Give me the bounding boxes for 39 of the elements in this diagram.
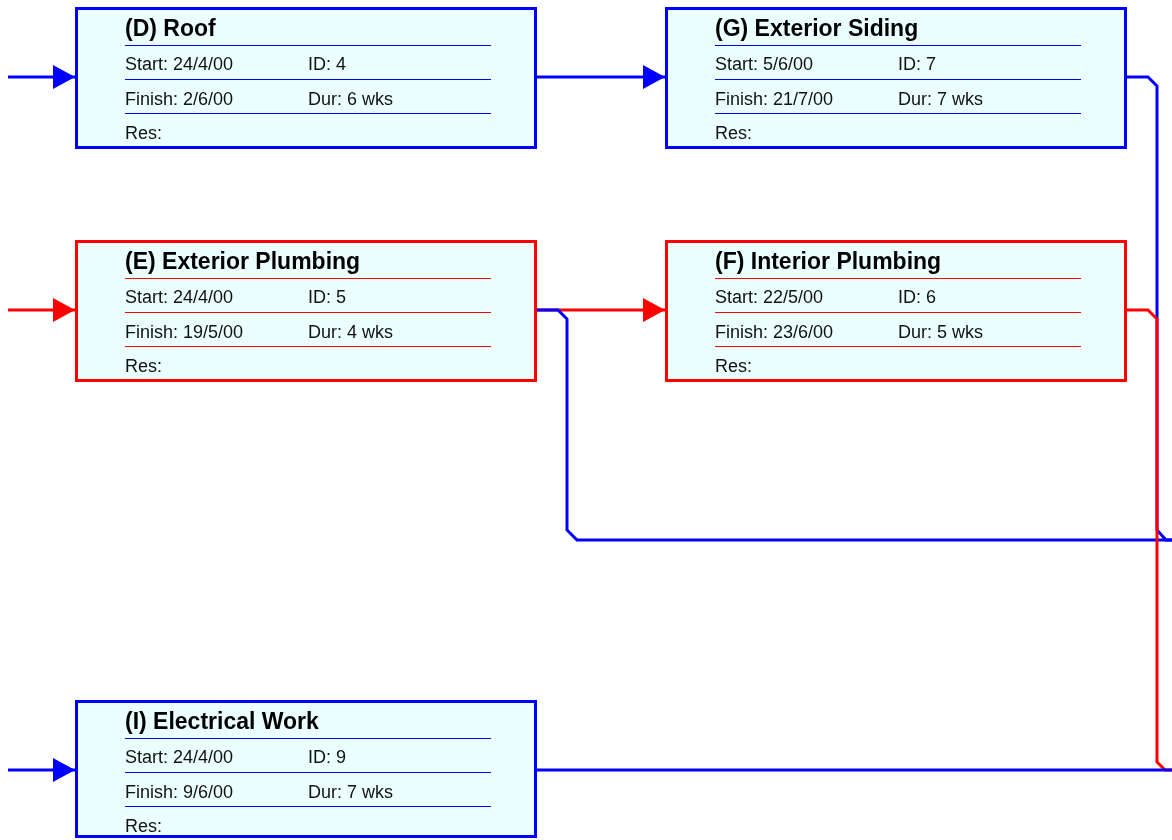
task-field: Res: <box>715 123 752 144</box>
task-field: Finish: 23/6/00 <box>715 322 834 343</box>
dependency-arrow <box>537 65 665 89</box>
task-field: Dur: 6 wks <box>308 89 394 110</box>
task-title: (D) Roof <box>125 15 216 42</box>
task-field: Start: 24/4/00 <box>125 747 234 768</box>
task-title: (E) Exterior Plumbing <box>125 248 361 275</box>
task-field: Dur: 7 wks <box>308 782 394 803</box>
task-field: Res: <box>715 356 752 377</box>
task-field: Dur: 7 wks <box>898 89 984 110</box>
task-field: Res: <box>125 816 162 837</box>
task-field: ID: 6 <box>898 287 936 308</box>
task-field: Start: 24/4/00 <box>125 54 234 75</box>
task-field: Finish: 21/7/00 <box>715 89 834 110</box>
task-title: (G) Exterior Siding <box>715 15 919 42</box>
task-field: Dur: 4 wks <box>308 322 394 343</box>
task-box <box>75 700 537 838</box>
task-box <box>75 7 537 149</box>
task-field: Dur: 5 wks <box>898 322 984 343</box>
task-field: Finish: 9/6/00 <box>125 782 234 803</box>
task-field: Finish: 19/5/00 <box>125 322 244 343</box>
task-field: Finish: 2/6/00 <box>125 89 234 110</box>
task-field: ID: 7 <box>898 54 936 75</box>
task-field: Res: <box>125 356 162 377</box>
task-title: (F) Interior Plumbing <box>715 248 942 275</box>
task-field: ID: 4 <box>308 54 346 75</box>
task-box <box>665 7 1127 149</box>
dependency-arrow <box>8 758 75 782</box>
task-title: (I) Electrical Work <box>125 708 319 735</box>
task-box <box>665 240 1127 382</box>
task-field: Start: 5/6/00 <box>715 54 814 75</box>
dependency-arrow <box>8 298 75 322</box>
task-field: Res: <box>125 123 162 144</box>
task-field: ID: 5 <box>308 287 346 308</box>
task-field: ID: 9 <box>308 747 346 768</box>
dependency-arrow <box>8 65 75 89</box>
task-field: Start: 24/4/00 <box>125 287 234 308</box>
task-field: Start: 22/5/00 <box>715 287 824 308</box>
task-box <box>75 240 537 382</box>
